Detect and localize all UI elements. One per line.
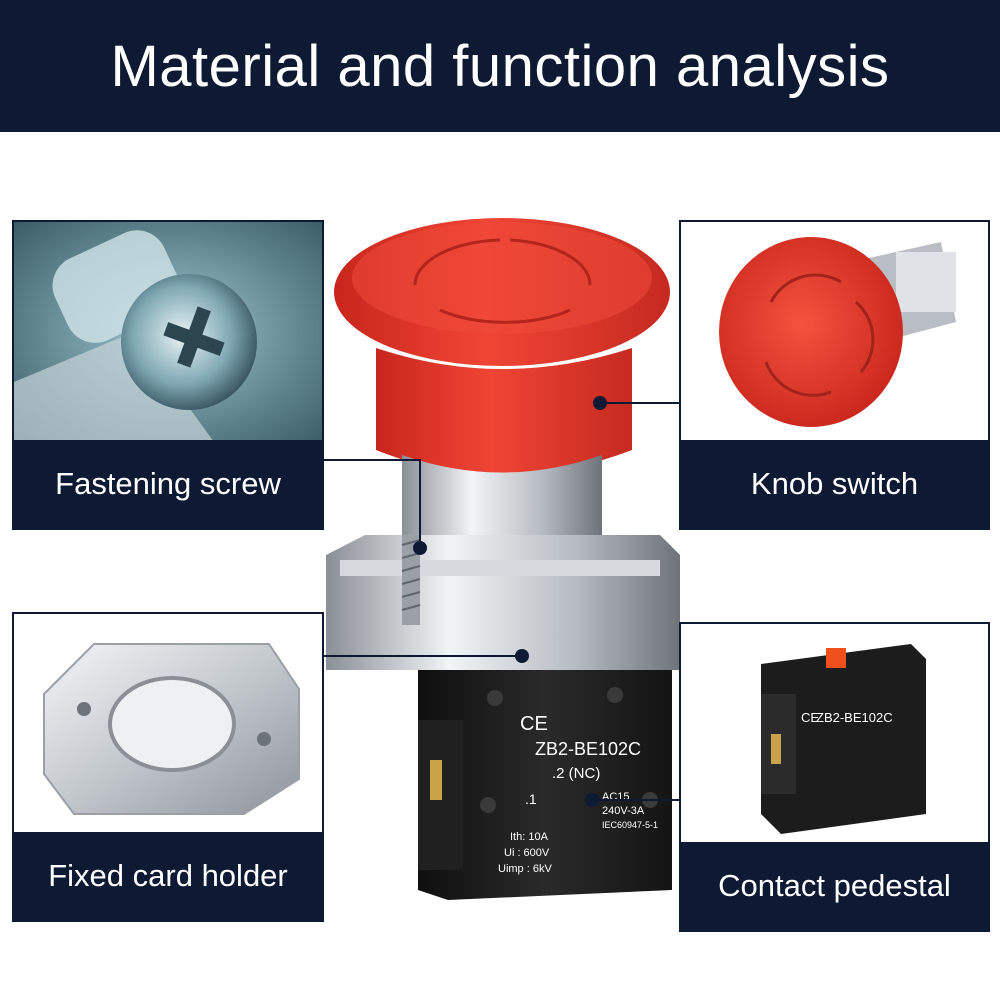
pedestal-ce-text: CE xyxy=(801,710,819,725)
ac-line-2: 240V-3A xyxy=(602,805,645,817)
knob-switch-photo xyxy=(681,222,988,442)
contact-block xyxy=(418,670,672,900)
fixed-card-holder-photo xyxy=(14,614,322,834)
pedestal-model-text: ZB2-BE102C xyxy=(816,710,893,725)
fastening-screw-photo xyxy=(14,222,322,442)
page-title: Material and function analysis xyxy=(110,33,890,99)
fixed-card-holder-caption: Fixed card holder xyxy=(14,832,322,920)
ac-line-3: IEC60947-5-1 xyxy=(602,820,658,830)
model-text: ZB2-BE102C xyxy=(535,739,641,759)
rating-line-1: Ith: 10A xyxy=(510,831,549,843)
knob-switch-caption: Knob switch xyxy=(681,440,988,528)
contact-pedestal-caption: Contact pedestal xyxy=(681,842,988,930)
panel-knob-switch: Knob switch xyxy=(679,220,990,530)
panel-fastening-screw: Fastening screw xyxy=(12,220,324,530)
header-banner: Material and function analysis xyxy=(0,0,1000,132)
knob-body xyxy=(376,348,632,475)
panel-fixed-card-holder: Fixed card holder xyxy=(12,612,324,922)
emergency-stop-button-illustration: CE ZB2-BE102C .2 (NC) .1 AC15 240V-3A IE… xyxy=(326,218,680,900)
contact-pedestal-photo: ZB2-BE102C CE xyxy=(681,624,988,844)
ac-line-1: AC15 xyxy=(602,791,630,803)
panel-contact-pedestal: ZB2-BE102C CE Contact pedestal xyxy=(679,622,990,932)
fastening-screw-caption: Fastening screw xyxy=(14,440,322,528)
rating-line-2: Ui : 600V xyxy=(504,847,550,859)
terminal-text: .1 xyxy=(525,791,537,807)
contact-type-text: .2 (NC) xyxy=(552,765,600,782)
ce-mark-text: CE xyxy=(520,713,548,735)
metal-holder xyxy=(326,535,680,670)
rating-line-3: Uimp : 6kV xyxy=(498,863,552,875)
